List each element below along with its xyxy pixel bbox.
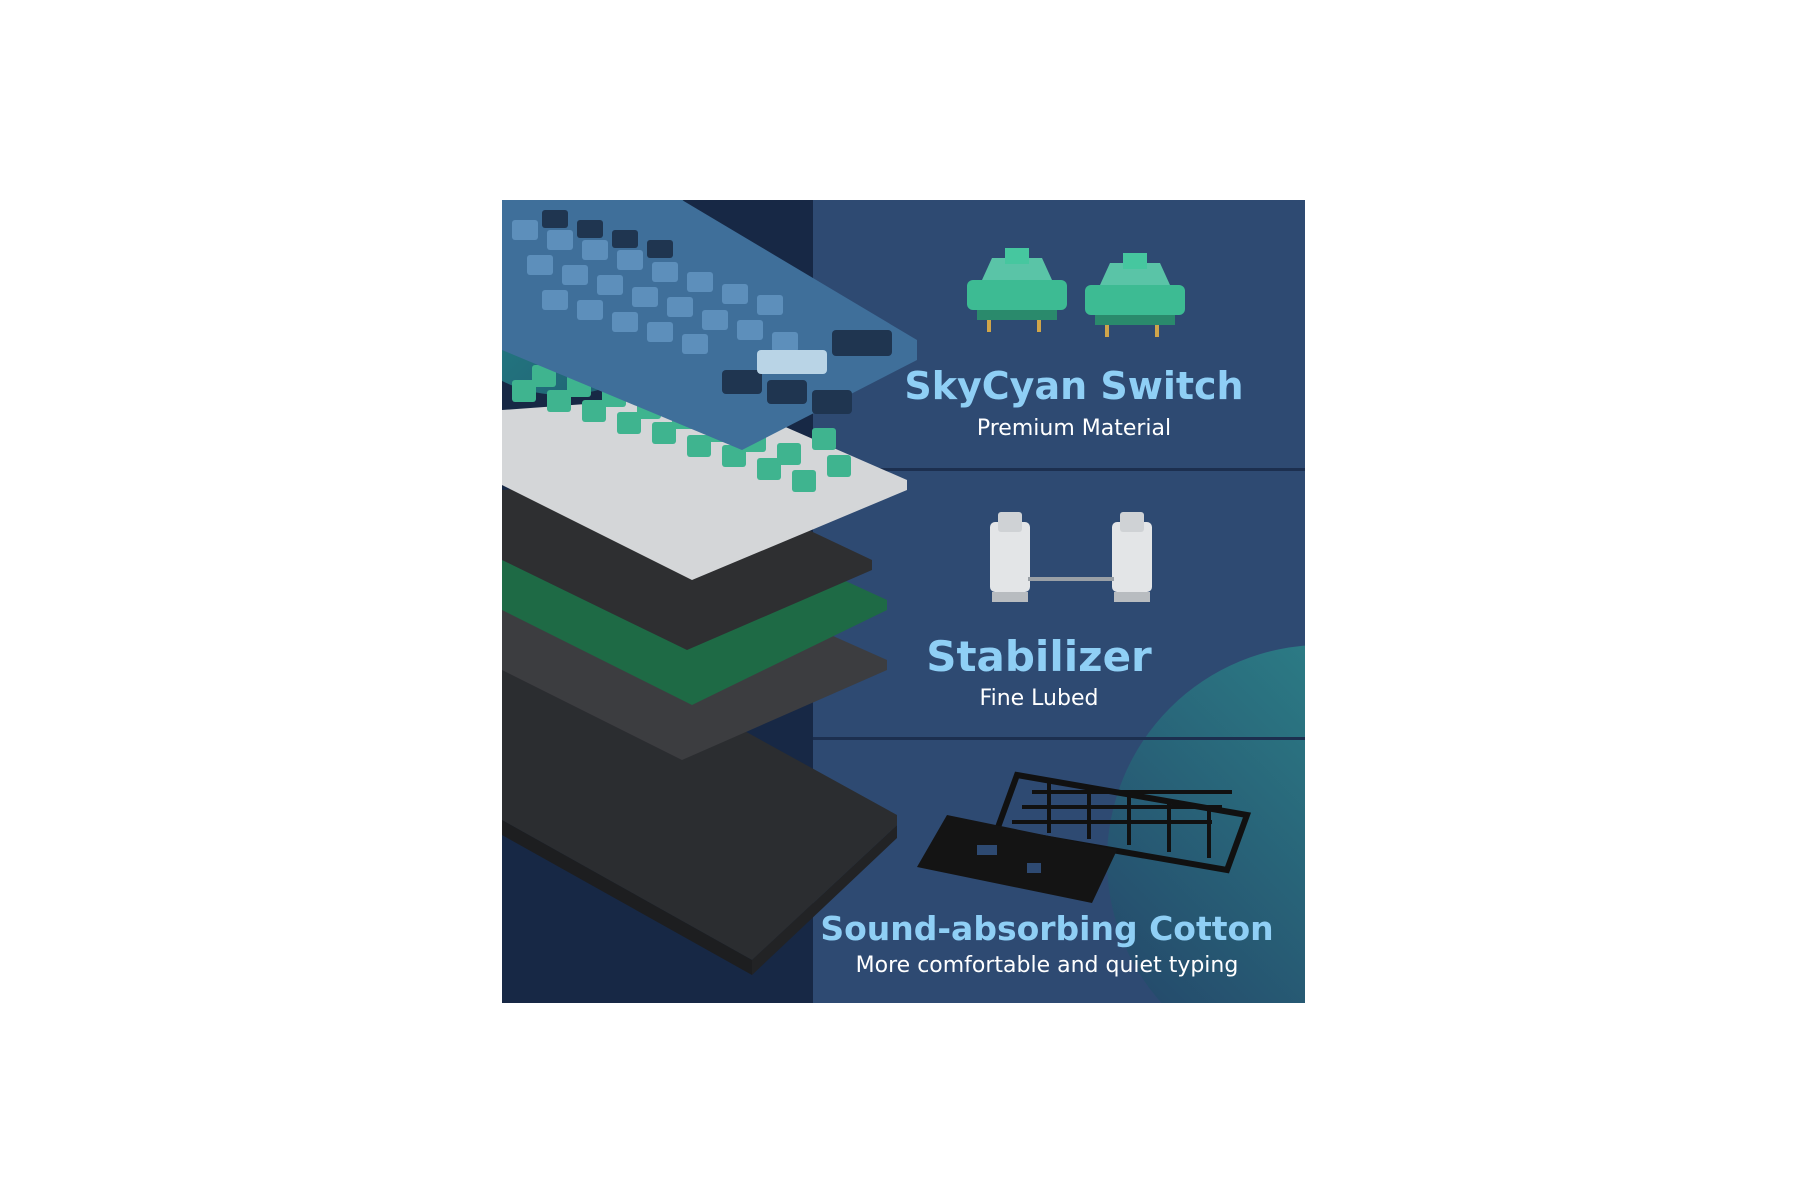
stabilizer-feature: Stabilizer Fine Lubed bbox=[813, 470, 1305, 737]
cotton-feature: Sound-absorbing Cotton More comfortable … bbox=[813, 739, 1305, 1003]
cotton-title: Sound-absorbing Cotton bbox=[820, 909, 1274, 948]
stabilizer-subtitle: Fine Lubed bbox=[979, 686, 1099, 711]
stabilizer-title: Stabilizer bbox=[926, 632, 1152, 681]
cotton-foam-icon bbox=[917, 771, 1252, 903]
cotton-subtitle: More comfortable and quiet typing bbox=[855, 953, 1239, 978]
product-feature-panel: SkyCyan Switch Premium Material Stabiliz… bbox=[502, 200, 1305, 1003]
switch-subtitle: Premium Material bbox=[976, 416, 1172, 441]
stabilizer-icon bbox=[990, 512, 1152, 602]
switch-icon bbox=[967, 248, 1185, 337]
switch-feature: SkyCyan Switch Premium Material bbox=[813, 200, 1305, 468]
keyboard-exploded-view bbox=[502, 200, 917, 975]
panel-background bbox=[502, 200, 1305, 1003]
switch-title: SkyCyan Switch bbox=[904, 364, 1244, 408]
